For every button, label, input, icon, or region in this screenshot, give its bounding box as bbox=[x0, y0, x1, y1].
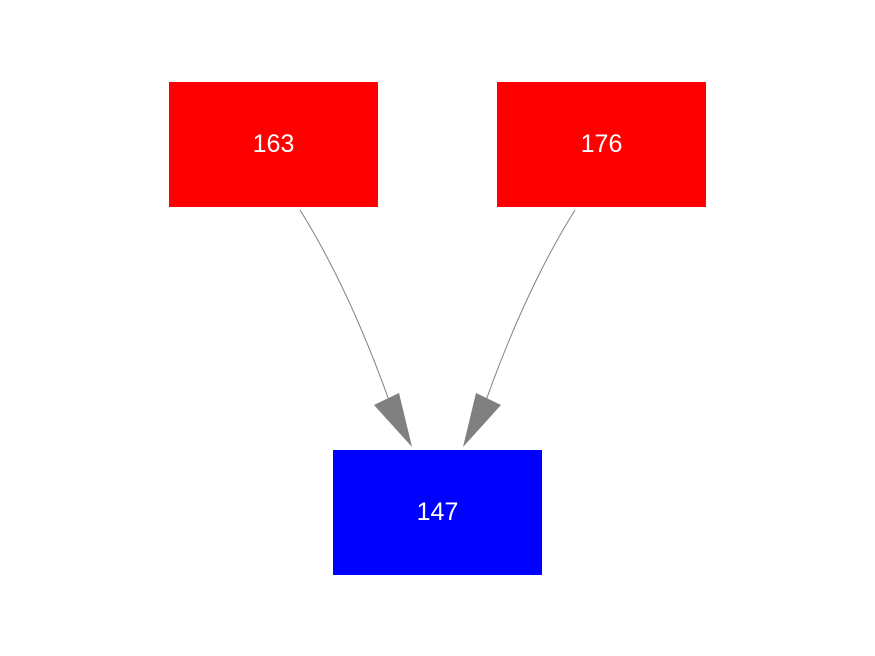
edge-163-147 bbox=[299, 209, 392, 407]
arrowhead-163-147 bbox=[374, 393, 412, 447]
node-label: 163 bbox=[252, 130, 295, 158]
node-176: 176 bbox=[497, 82, 706, 207]
node-label: 176 bbox=[580, 130, 623, 158]
node-163: 163 bbox=[169, 82, 378, 207]
node-147: 147 bbox=[333, 450, 542, 575]
arrowhead-176-147 bbox=[463, 393, 501, 447]
edge-176-147 bbox=[483, 209, 576, 407]
node-label: 147 bbox=[416, 498, 459, 526]
